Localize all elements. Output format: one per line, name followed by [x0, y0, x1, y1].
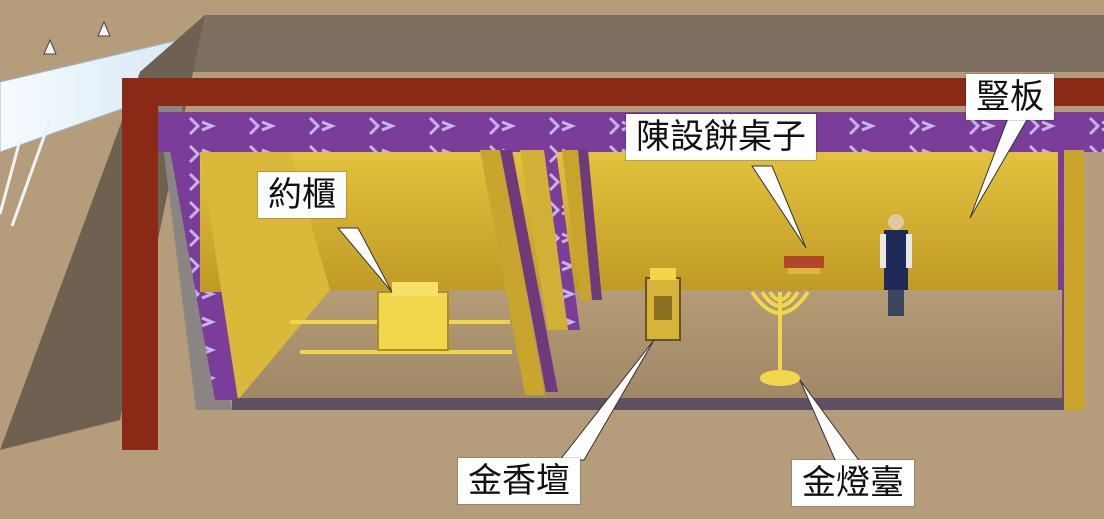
veil-pillars: [480, 150, 602, 395]
right-wall-edge: [1062, 150, 1084, 410]
priest-figure: [880, 214, 912, 316]
lampstand-label: 金燈臺: [792, 460, 914, 506]
upright-boards-label: 豎板: [966, 74, 1054, 120]
incense-altar: [645, 268, 681, 341]
roof-top: [140, 15, 1104, 72]
red-frame-top: [122, 78, 1104, 106]
ark-label: 約櫃: [258, 172, 346, 218]
ark-of-covenant: [290, 282, 512, 354]
right-pillar: [1058, 150, 1064, 410]
label-pointers: [336, 117, 1029, 463]
red-frame-left: [122, 78, 158, 450]
lampstand: [750, 290, 810, 386]
incense-altar-label: 金香壇: [458, 458, 580, 504]
floor-front-edge: [232, 398, 1064, 410]
showbread-table-label: 陳設餅桌子: [626, 114, 816, 160]
showbread-table: [784, 256, 824, 274]
